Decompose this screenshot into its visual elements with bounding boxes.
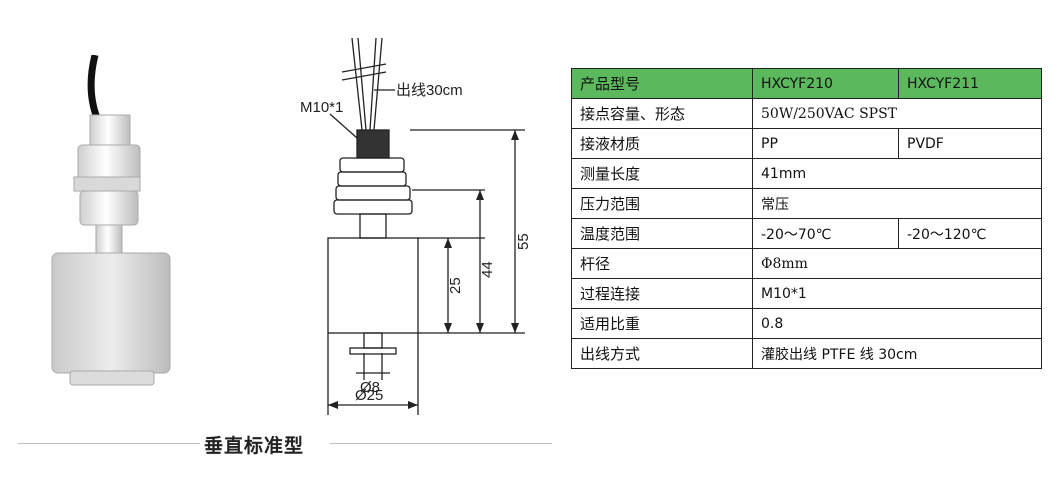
row-label: 适用比重 — [571, 308, 753, 339]
dim-rod: Ø8 — [360, 379, 380, 396]
row-value: M10*1 — [752, 278, 1042, 309]
header-cell: 产品型号 — [571, 68, 753, 99]
row-value: PP — [752, 128, 899, 159]
cable-label: 出线30cm — [396, 82, 463, 99]
table-row: 杆径 Φ8mm — [571, 248, 1042, 279]
header-cell: HXCYF211 — [898, 68, 1042, 99]
dim-float-top: 44 — [479, 261, 496, 278]
row-value: 常压 — [752, 188, 1042, 219]
row-value: Φ8mm — [752, 248, 1042, 279]
row-value: -20～70℃ — [752, 218, 899, 249]
row-label: 过程连接 — [571, 278, 753, 309]
dimension-drawing: M10*1 出线30cm 55 44 25 Ø8 Ø25 — [300, 37, 532, 415]
row-label: 测量长度 — [571, 158, 753, 189]
caption: 垂直标准型 — [204, 435, 305, 457]
table-header-row: 产品型号 HXCYF210 HXCYF211 — [571, 68, 1042, 99]
dim-float: 25 — [447, 277, 464, 294]
row-label: 杆径 — [571, 248, 753, 279]
table-row: 接液材质 PP PVDF — [571, 128, 1042, 159]
caption-divider-left — [18, 443, 200, 444]
row-value: 灌胶出线 PTFE 线 30cm — [752, 338, 1042, 369]
row-value: 0.8 — [752, 308, 1042, 339]
header-cell: HXCYF210 — [752, 68, 899, 99]
spec-table: 产品型号 HXCYF210 HXCYF211 接点容量、形态 50W/250VA… — [571, 68, 1042, 369]
table-row: 压力范围 常压 — [571, 188, 1042, 219]
row-value-2: -20～120℃ — [898, 218, 1042, 249]
row-label: 温度范围 — [571, 218, 753, 249]
table-row: 过程连接 M10*1 — [571, 278, 1042, 309]
row-label: 接液材质 — [571, 128, 753, 159]
table-row: 出线方式 灌胶出线 PTFE 线 30cm — [571, 338, 1042, 369]
caption-divider-right — [330, 443, 552, 444]
dim-diameter: Ø25 — [355, 387, 383, 404]
table-row: 接点容量、形态 50W/250VAC SPST — [571, 98, 1042, 129]
row-label: 接点容量、形态 — [571, 98, 753, 129]
row-value: 50W/250VAC SPST — [752, 98, 1042, 129]
dim-total: 55 — [515, 233, 532, 250]
table-row: 适用比重 0.8 — [571, 308, 1042, 339]
row-value: 41mm — [752, 158, 1042, 189]
row-value-2: PVDF — [898, 128, 1042, 159]
table-row: 温度范围 -20～70℃ -20～120℃ — [571, 218, 1042, 249]
row-label: 压力范围 — [571, 188, 753, 219]
row-label: 出线方式 — [571, 338, 753, 369]
product-photo — [51, 55, 171, 386]
table-row: 测量长度 41mm — [571, 158, 1042, 189]
thread-label: M10*1 — [300, 99, 343, 116]
